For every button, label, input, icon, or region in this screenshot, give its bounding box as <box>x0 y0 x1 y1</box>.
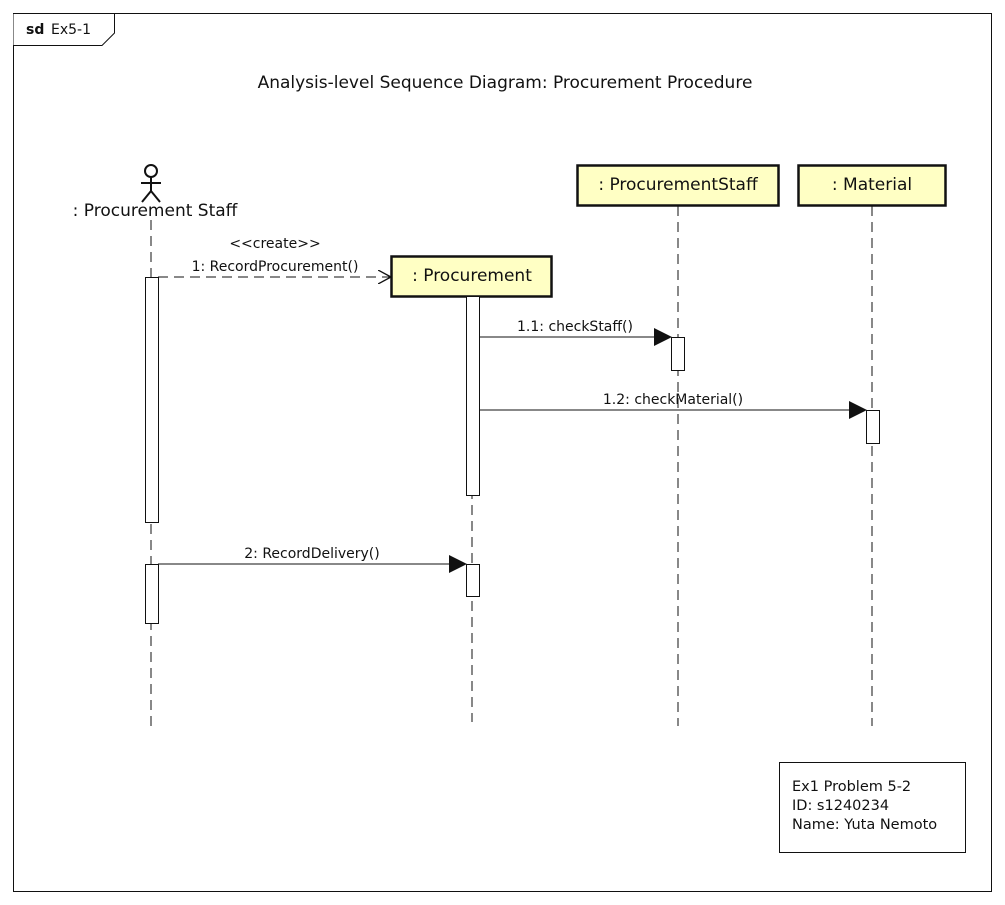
diagram-title: Analysis-level Sequence Diagram: Procure… <box>258 73 753 93</box>
object-procurement-staff-label: : ProcurementStaff <box>598 175 759 195</box>
message-1-label: 1: RecordProcurement() <box>192 259 359 275</box>
object-procurement-staff[interactable]: : ProcurementStaff <box>576 164 780 207</box>
activation-procurement-2 <box>466 564 480 597</box>
diagram-frame <box>13 13 992 892</box>
activation-procurement-1 <box>466 296 480 496</box>
message-1-1-label: 1.1: checkStaff() <box>517 319 633 335</box>
frame-tag-name: Ex5-1 <box>51 22 91 38</box>
note-line-3: Name: Yuta Nemoto <box>792 817 937 833</box>
message-2-label: 2: RecordDelivery() <box>244 546 379 562</box>
activation-procurement-staff <box>671 337 685 371</box>
message-1-2-label: 1.2: checkMaterial() <box>603 392 743 408</box>
actor-name: : Procurement Staff <box>73 201 239 221</box>
object-procurement-label: : Procurement <box>412 266 532 286</box>
activation-material <box>866 410 880 444</box>
frame-tag <box>13 13 115 46</box>
note-line-2: ID: s1240234 <box>792 798 889 814</box>
note-line-1: Ex1 Problem 5-2 <box>792 779 911 795</box>
message-1-stereotype: <<create>> <box>229 236 320 252</box>
activation-actor-1 <box>145 277 159 523</box>
actor-stick-figure-icon[interactable] <box>141 164 161 203</box>
activation-actor-2 <box>145 564 159 624</box>
frame-tag-keyword: sd <box>26 22 44 38</box>
object-procurement[interactable]: : Procurement <box>390 255 553 298</box>
object-material[interactable]: : Material <box>797 164 947 207</box>
info-note[interactable]: Ex1 Problem 5-2 ID: s1240234 Name: Yuta … <box>779 762 966 853</box>
object-material-label: : Material <box>832 175 912 195</box>
